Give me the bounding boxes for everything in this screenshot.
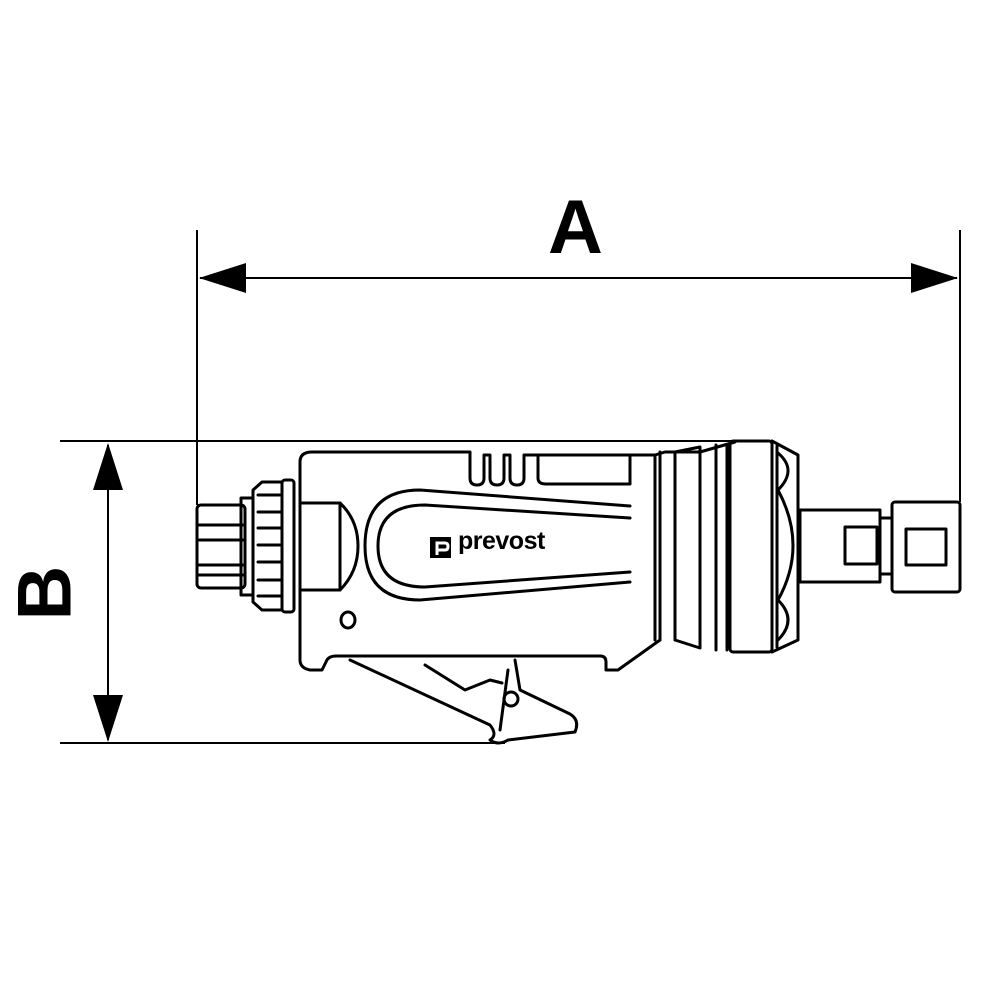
spindle-collet [798,500,962,594]
trigger-lever [348,658,579,745]
arrowhead-top [93,443,123,490]
dimension-label-b: B [2,565,88,621]
arrowhead-right [911,263,958,293]
prevost-logo-icon [430,537,451,558]
dimension-label-a: A [548,185,603,270]
arrowhead-bottom [93,695,123,742]
dimension-a [196,230,961,505]
die-grinder [195,439,962,745]
rear-knob [300,501,360,592]
screw-hole [339,610,357,630]
housing [298,440,737,672]
brand-name: prevost [458,527,545,555]
arrowhead-left [199,263,246,293]
grip-panel [363,488,632,602]
air-inlet-fitting [195,478,296,614]
dimension-b [60,440,770,744]
front-collar [653,439,800,654]
